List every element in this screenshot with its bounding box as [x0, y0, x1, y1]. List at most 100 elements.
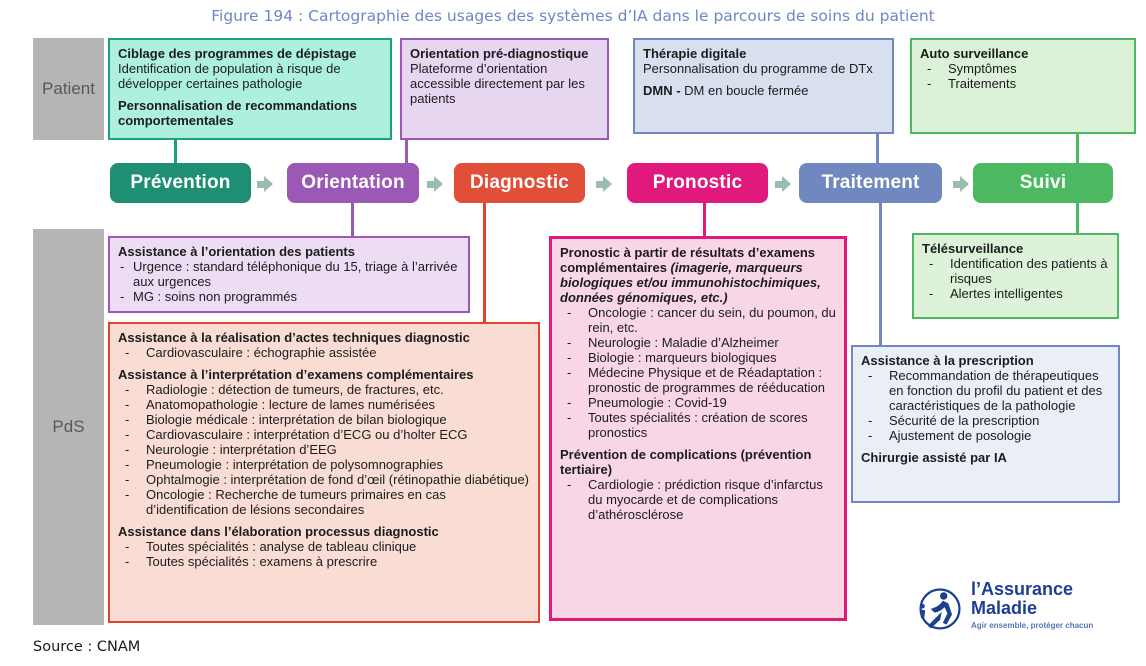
rail-pds-label: PdS: [52, 417, 85, 436]
box-text: Identification de population à risque de…: [118, 61, 341, 91]
box-section: Assistance à l’interprétation d’examens …: [118, 367, 530, 517]
box-list: Urgence : standard téléphonique du 15, t…: [118, 259, 460, 304]
stage-suivi: Suivi: [973, 163, 1113, 203]
stage-orientation: Orientation: [287, 163, 419, 203]
box-section: Auto surveillanceSymptômesTraitements: [920, 46, 1126, 91]
box-heading: Personnalisation de recommandations comp…: [118, 98, 358, 128]
box-list: Radiologie : détection de tumeurs, de fr…: [118, 382, 530, 517]
list-item: Cardiologie : prédiction risque d’infarc…: [560, 477, 836, 522]
connector-prediag-orientation: [405, 140, 408, 163]
list-item: Toutes spécialités : examens à prescrire: [118, 554, 530, 569]
flow-arrow-icon: [427, 176, 443, 192]
list-item: Neurologie : Maladie d’Alzheimer: [560, 335, 836, 350]
list-item: Biologie médicale : interprétation de bi…: [118, 412, 530, 427]
connector-suivi-telesurveillance: [1076, 203, 1079, 233]
box-assistance-diagnostic: Assistance à la réalisation d’actes tech…: [108, 322, 540, 623]
list-item: Cardiovasculaire : échographie assistée: [118, 345, 530, 360]
box-heading: Télésurveillance: [922, 241, 1024, 256]
box-section: TélésurveillanceIdentification des patie…: [922, 241, 1109, 301]
assurance-maladie-logo-icon: [915, 580, 967, 641]
stage-traitement: Traitement: [799, 163, 942, 203]
box-heading: Thérapie digitale: [643, 46, 747, 61]
box-section: DMN - DM en boucle fermée: [643, 83, 884, 98]
box-list: Cardiovasculaire : échographie assistée: [118, 345, 530, 360]
assurance-maladie-logo-text: l’Assurance Maladie Agir ensemble, proté…: [971, 579, 1094, 631]
logo-tagline: Agir ensemble, protéger chacun: [971, 621, 1094, 630]
box-text: Plateforme d’orientation accessible dire…: [410, 61, 585, 106]
figure-title: Figure 194 : Cartographie des usages des…: [211, 7, 935, 25]
list-item: Ajustement de posologie: [861, 428, 1110, 443]
box-section: Assistance à l’orientation des patientsU…: [118, 244, 460, 304]
box-heading: Ciblage des programmes de dépistage: [118, 46, 357, 61]
list-item: Ophtalmogie : interprétation de fond d’œ…: [118, 472, 530, 487]
box-heading: Orientation pré-diagnostique: [410, 46, 589, 61]
stage-pronostic: Pronostic: [627, 163, 768, 203]
connector-therapie-traitement: [876, 134, 879, 163]
box-heading: Assistance à l’orientation des patients: [118, 244, 355, 259]
list-item: Alertes intelligentes: [922, 286, 1109, 301]
box-section: Assistance dans l’élaboration processus …: [118, 524, 530, 569]
list-item: Neurologie : interprétation d’EEG: [118, 442, 530, 457]
connector-ciblage-prevention: [174, 140, 177, 163]
logo-line1: l’Assurance: [971, 579, 1074, 599]
box-list: Recommandation de thérapeutiques en fonc…: [861, 368, 1110, 443]
box-heading: Assistance à la réalisation d’actes tech…: [118, 330, 470, 345]
list-item: Pneumologie : Covid-19: [560, 395, 836, 410]
list-item: Identification des patients à risques: [922, 256, 1109, 286]
box-pronostic-examens: Pronostic à partir de résultats d’examen…: [549, 236, 847, 621]
box-list: SymptômesTraitements: [920, 61, 1126, 91]
connector-diagnostic-pds: [483, 203, 486, 322]
box-heading: Assistance à la prescription: [861, 353, 1034, 368]
box-assistance-prescription: Assistance à la prescriptionRecommandati…: [851, 345, 1120, 503]
list-item: Anatomopathologie : lecture de lames num…: [118, 397, 530, 412]
list-item: Traitements: [920, 76, 1126, 91]
source-caption: Source : CNAM: [33, 639, 141, 655]
stage-diagnostic: Diagnostic: [454, 163, 585, 203]
box-telesurveillance: TélésurveillanceIdentification des patie…: [912, 233, 1119, 319]
flow-arrow-icon: [953, 176, 969, 192]
list-item: Radiologie : détection de tumeurs, de fr…: [118, 382, 530, 397]
box-assistance-orientation: Assistance à l’orientation des patientsU…: [108, 236, 470, 313]
box-section: Pronostic à partir de résultats d’examen…: [560, 245, 836, 440]
box-heading: Pronostic à partir de résultats d’examen…: [560, 245, 821, 305]
rail-pds: PdS: [33, 229, 104, 625]
box-section: Assistance à la réalisation d’actes tech…: [118, 330, 530, 360]
logo-line2: Maladie: [971, 598, 1038, 618]
connector-pronostic-pds: [703, 203, 706, 236]
box-list: Cardiologie : prédiction risque d’infarc…: [560, 477, 836, 522]
box-section: Prévention de complications (prévention …: [560, 447, 836, 522]
box-heading: Chirurgie assisté par IA: [861, 450, 1007, 465]
list-item: Biologie : marqueurs biologiques: [560, 350, 836, 365]
connector-orientation-pds: [351, 203, 354, 236]
box-heading: Assistance à l’interprétation d’examens …: [118, 367, 474, 382]
box-heading: Prévention de complications (prévention …: [560, 447, 812, 477]
stage-prevention: Prévention: [110, 163, 251, 203]
list-item: Cardiovasculaire : interprétation d’ECG …: [118, 427, 530, 442]
list-item: Sécurité de la prescription: [861, 413, 1110, 428]
list-item: Urgence : standard téléphonique du 15, t…: [118, 259, 460, 289]
list-item: Symptômes: [920, 61, 1126, 76]
list-item: Pneumologie : interprétation de polysomn…: [118, 457, 530, 472]
box-section: Personnalisation de recommandations comp…: [118, 98, 382, 128]
list-item: Toutes spécialités : analyse de tableau …: [118, 539, 530, 554]
box-heading: Auto surveillance: [920, 46, 1029, 61]
rail-patient-label: Patient: [42, 79, 95, 98]
box-auto-surveillance: Auto surveillanceSymptômesTraitements: [910, 38, 1136, 134]
connector-autosurv-suivi: [1076, 134, 1079, 163]
box-section: Chirurgie assisté par IA: [861, 450, 1110, 465]
box-text: DMN - DM en boucle fermée: [643, 83, 809, 98]
assurance-maladie-logo: l’Assurance Maladie Agir ensemble, proté…: [915, 580, 1143, 641]
box-text: Personnalisation du programme de DTx: [643, 61, 873, 76]
flow-arrow-icon: [775, 176, 791, 192]
box-list: Identification des patients à risquesAle…: [922, 256, 1109, 301]
flow-arrow-icon: [596, 176, 612, 192]
list-item: Oncologie : cancer du sein, du poumon, d…: [560, 305, 836, 335]
box-list: Toutes spécialités : analyse de tableau …: [118, 539, 530, 569]
flow-arrow-icon: [257, 176, 273, 192]
box-list: Oncologie : cancer du sein, du poumon, d…: [560, 305, 836, 440]
box-section: Assistance à la prescriptionRecommandati…: [861, 353, 1110, 443]
list-item: Médecine Physique et de Réadaptation : p…: [560, 365, 836, 395]
